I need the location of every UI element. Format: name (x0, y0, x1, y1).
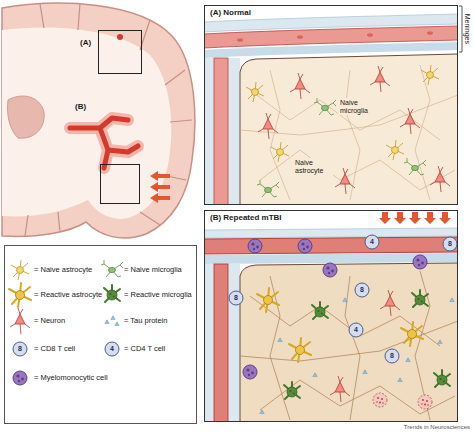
cell-number: 8 (18, 345, 22, 353)
legend-text: = Naive microglia (124, 266, 182, 274)
meninges-label: Meninges (463, 14, 471, 44)
inset-box: (A) (98, 30, 142, 74)
cell-number: 8 (360, 286, 364, 294)
brain-section (2, 3, 195, 238)
legend-text: = Reactive microglia (124, 291, 192, 299)
legend-text: = CD4 T cell (124, 345, 165, 353)
meninges-bracket (459, 6, 462, 52)
box-heading: (A) (80, 39, 91, 48)
impact-arrows (150, 171, 170, 203)
legend-text: = Neuron (34, 317, 65, 325)
panel: (B) Repeated mTBI (204, 210, 458, 422)
panel-mtbi-art (204, 210, 458, 422)
watermark: Trends in Neurosciences (404, 424, 470, 431)
cell-number: 4 (370, 238, 374, 246)
legend-icons (5, 246, 197, 424)
legend-text: = CD8 T cell (34, 345, 75, 353)
cell-number: 4 (110, 345, 114, 353)
inset-box: (B) (100, 164, 140, 204)
box-heading: (B) (75, 103, 86, 112)
box-heading: (A) Normal (210, 9, 251, 18)
cell-number: 8 (234, 294, 238, 302)
legend-text: = Reactive astrocyte (34, 291, 102, 299)
cell-label: Naive microglia (338, 98, 378, 115)
cell-label: Naive astrocyte (293, 158, 337, 175)
cell-number: 8 (390, 352, 394, 360)
cell-number: 4 (354, 326, 358, 334)
panel-normal-art (204, 5, 458, 205)
cell-number: 8 (448, 240, 452, 248)
legend-text: = Tau protein (124, 317, 167, 325)
legend-text: = Myelomonocytic cell (34, 374, 108, 382)
legend-text: = Naive astrocyte (34, 266, 92, 274)
box-heading: (B) Repeated mTBI (210, 214, 282, 223)
